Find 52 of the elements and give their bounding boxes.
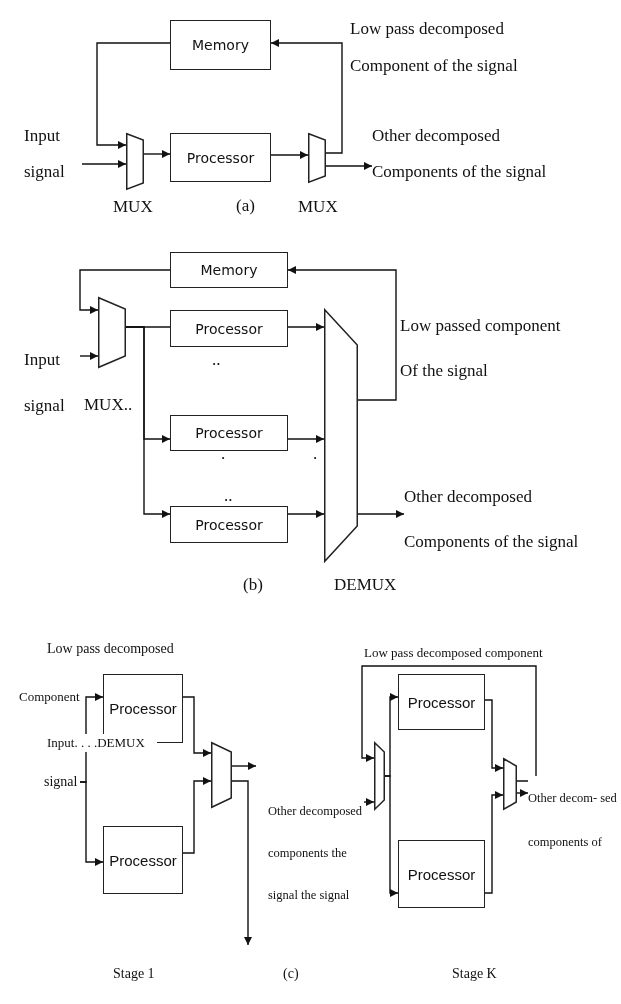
arrow bbox=[79, 781, 104, 866]
arrow bbox=[125, 326, 171, 518]
arrow bbox=[270, 151, 309, 159]
annotation-text: Low passed component Of the signal bbox=[400, 315, 562, 382]
annotation-text: Stage 1 bbox=[113, 965, 156, 983]
process-box: Processor bbox=[170, 133, 271, 182]
arrow bbox=[231, 780, 252, 946]
arrow bbox=[384, 775, 399, 897]
annotation-text: MUX.. bbox=[84, 395, 134, 415]
process-box: Processor bbox=[170, 310, 288, 347]
annotation-text: Low pass decomposed Component of the signal bbox=[350, 18, 519, 77]
arrow bbox=[81, 160, 127, 168]
arrow bbox=[79, 352, 99, 360]
arrow bbox=[182, 777, 212, 854]
arrow bbox=[484, 791, 504, 894]
arrow bbox=[287, 266, 397, 401]
arrow bbox=[361, 665, 537, 782]
mux-label: MUX bbox=[298, 197, 338, 217]
arrow bbox=[363, 798, 375, 806]
arrow bbox=[270, 39, 343, 154]
arrow bbox=[143, 150, 171, 158]
annotation-text: (a) bbox=[236, 196, 256, 216]
process-box: Processor bbox=[398, 840, 485, 908]
process-box: Processor bbox=[170, 506, 288, 543]
annotation-text: Stage K bbox=[452, 965, 498, 983]
arrow bbox=[96, 42, 171, 149]
process-box: Processor bbox=[398, 674, 485, 730]
arrow bbox=[325, 162, 373, 170]
annotation-text: (c) bbox=[283, 965, 300, 983]
ellipsis-mark: .. bbox=[212, 350, 222, 370]
annotation-text: Low pass decomposed component bbox=[364, 644, 544, 662]
arrow bbox=[79, 269, 171, 314]
arrow bbox=[287, 323, 325, 331]
arrow bbox=[287, 435, 325, 443]
annotation-text: Low pass decomposed bbox=[47, 640, 175, 658]
ellipsis-mark: .. bbox=[224, 486, 234, 506]
mux-label: DEMUX bbox=[334, 575, 397, 595]
ellipsis-mark: . bbox=[313, 444, 319, 464]
annotation-text: Input. . . .DEMUX bbox=[47, 734, 157, 752]
process-box: Processor bbox=[170, 415, 288, 451]
arrow bbox=[182, 696, 212, 757]
arrow bbox=[287, 510, 325, 518]
process-box: Memory bbox=[170, 20, 271, 70]
process-box: Processor bbox=[103, 826, 183, 894]
arrow bbox=[231, 762, 257, 770]
process-box: Memory bbox=[170, 252, 288, 288]
annotation-text: (b) bbox=[243, 575, 264, 595]
arrow bbox=[357, 510, 405, 518]
arrow bbox=[516, 789, 529, 797]
arrow bbox=[484, 699, 504, 772]
annotation-text: Component bbox=[19, 688, 81, 706]
mux-label: MUX bbox=[113, 197, 153, 217]
